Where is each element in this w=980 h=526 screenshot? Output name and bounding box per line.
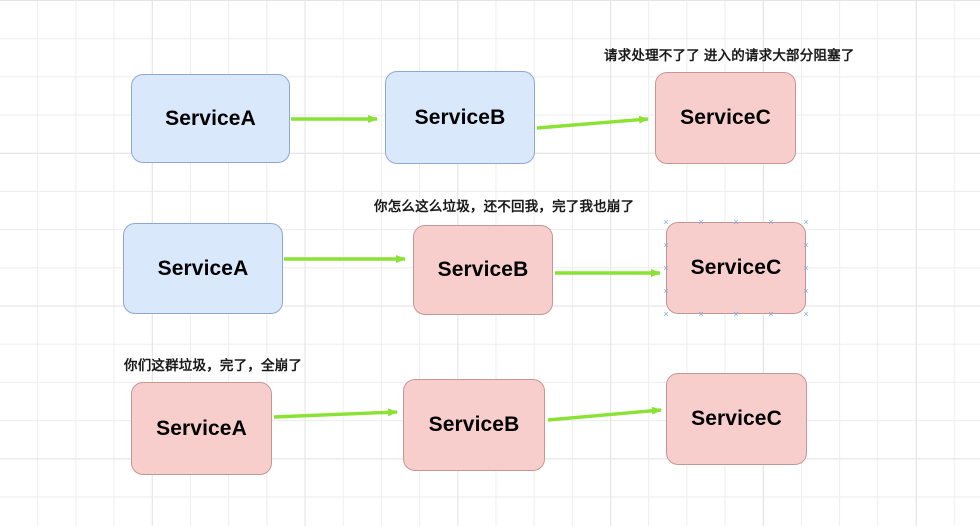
edge-r1-b-to-c[interactable] [536, 115, 649, 130]
connection-point-icon[interactable] [803, 311, 810, 318]
node-label: ServiceB [414, 105, 506, 129]
node-label: ServiceA [157, 256, 249, 280]
node-label: ServiceC [691, 407, 782, 430]
annotation-row-2: 你怎么这么垃圾，还不回我，完了我也崩了 [374, 199, 635, 214]
node-label: ServiceA [165, 106, 256, 130]
node-r1-serviceb[interactable]: ServiceB [385, 71, 535, 164]
node-label: ServiceC [680, 106, 771, 129]
annotation-row-1: 请求处理不了了 进入的请求大部分阻塞了 [604, 48, 855, 63]
node-r3-servicea[interactable]: ServiceA [131, 382, 272, 475]
annotation-row-3: 你们这群垃圾，完了，全崩了 [124, 358, 303, 373]
node-r2-servicec[interactable]: ServiceC [666, 222, 806, 314]
node-r2-serviceb[interactable]: ServiceB [413, 225, 553, 315]
node-r3-serviceb[interactable]: ServiceB [403, 379, 545, 471]
node-label: ServiceA [156, 416, 247, 440]
edge-r3-a-to-b[interactable] [273, 408, 398, 419]
node-label: ServiceC [690, 256, 782, 279]
node-label: ServiceB [428, 413, 520, 436]
node-label: ServiceB [437, 258, 529, 281]
node-r1-servicec[interactable]: ServiceC [655, 72, 796, 164]
node-r1-servicea[interactable]: ServiceA [131, 74, 290, 163]
edge-r3-b-to-c[interactable] [547, 406, 662, 422]
node-r3-servicec[interactable]: ServiceC [666, 373, 807, 465]
connection-point-icon[interactable] [663, 219, 670, 226]
connection-point-icon[interactable] [803, 219, 810, 226]
connection-point-icon[interactable] [663, 311, 670, 318]
node-r2-servicea[interactable]: ServiceA [123, 223, 283, 314]
